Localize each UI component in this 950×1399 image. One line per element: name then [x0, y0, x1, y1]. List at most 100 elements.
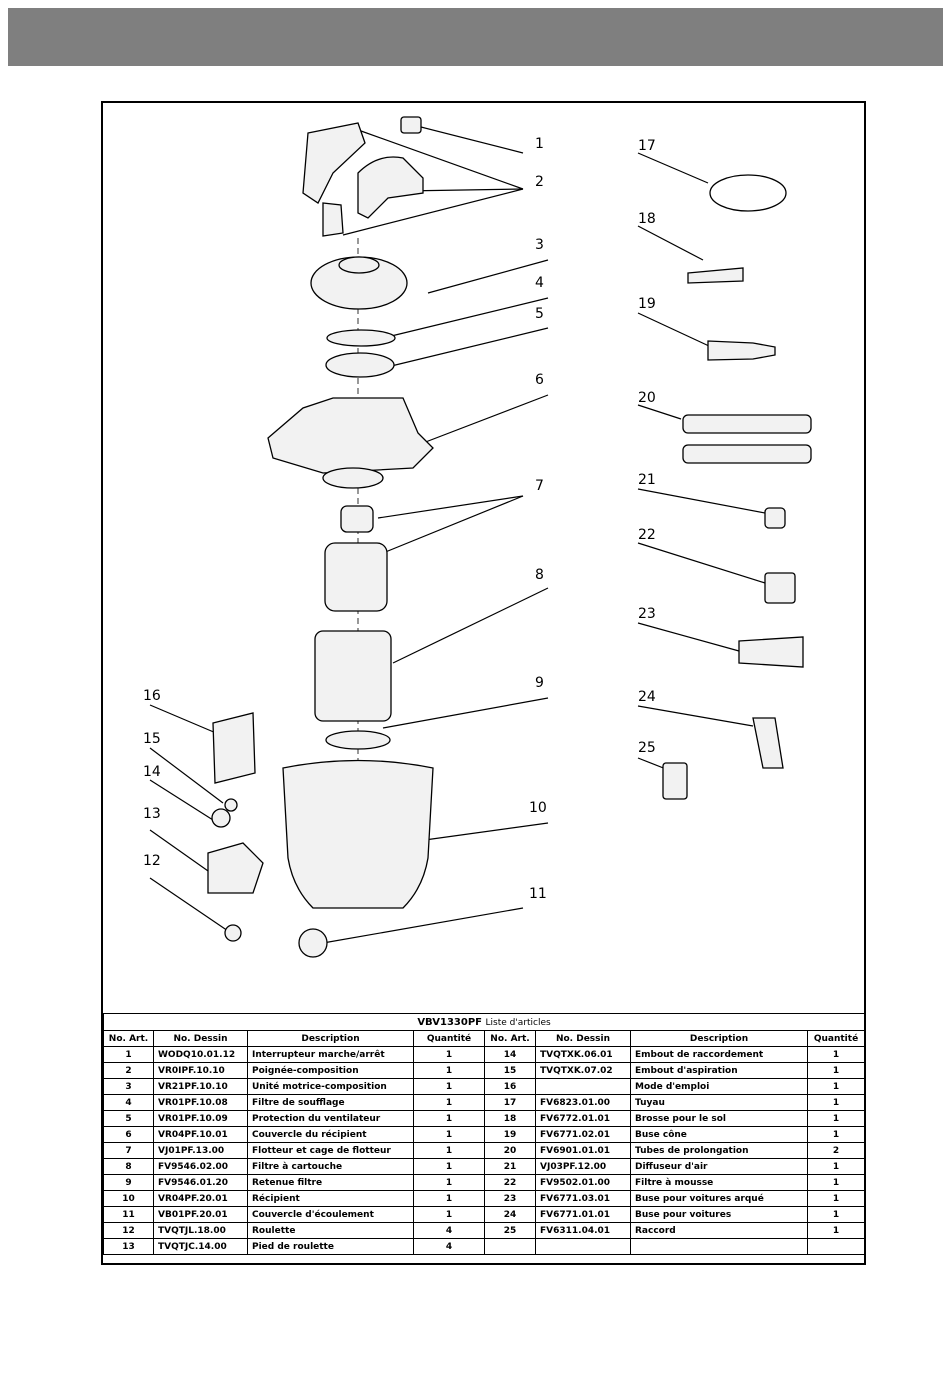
- cell-quantite: 1: [806, 1126, 866, 1143]
- cell-no-art: 19: [484, 1126, 536, 1143]
- cell-description: Flotteur et cage de flotteur: [247, 1142, 414, 1159]
- part-extension-tube-1: [682, 414, 812, 434]
- callout-1: 1: [535, 136, 544, 152]
- cell-quantite: 1: [806, 1078, 866, 1095]
- cell-no-dessin: VR04PF.10.01: [153, 1126, 248, 1143]
- cell-quantite: 1: [413, 1094, 485, 1111]
- leader-line-11: [322, 907, 524, 944]
- callout-3: 3: [535, 237, 544, 253]
- part-user-manual: [212, 712, 256, 784]
- cell-description: Brosse pour le sol: [630, 1110, 808, 1127]
- cell-no-art: 22: [484, 1174, 536, 1191]
- callout-11: 11: [529, 886, 547, 902]
- header-quantite: Quantité: [413, 1030, 485, 1047]
- leader-line-16: [149, 704, 217, 734]
- cell-quantite: 1: [806, 1222, 866, 1239]
- cell-no-art: 7: [103, 1142, 154, 1159]
- callout-19: 19: [638, 296, 656, 312]
- cell-no-dessin: FV6771.02.01: [535, 1126, 631, 1143]
- cell-no-art: 23: [484, 1190, 536, 1207]
- cell-no-dessin: VJ03PF.12.00: [535, 1158, 631, 1175]
- cell-no-dessin: TVQTXK.07.02: [535, 1062, 631, 1079]
- part-float-cage: [324, 542, 388, 612]
- callout-16: 16: [143, 688, 161, 704]
- cell-quantite: 1: [806, 1046, 866, 1063]
- table-header-row: No. Art. No. Dessin Description Quantité…: [103, 1030, 866, 1047]
- cell-no-art: 24: [484, 1206, 536, 1223]
- cell-description: Unité motrice-composition: [247, 1078, 414, 1095]
- cell-description: Couvercle du récipient: [247, 1126, 414, 1143]
- cell-quantite: 1: [413, 1174, 485, 1191]
- header-no-dessin: No. Dessin: [153, 1030, 248, 1047]
- cell-no-art: 9: [103, 1174, 154, 1191]
- leader-line-19: [637, 312, 710, 347]
- cell-no-dessin: FV6823.01.00: [535, 1094, 631, 1111]
- cell-no-art: 2: [103, 1062, 154, 1079]
- cell-quantite: 1: [806, 1094, 866, 1111]
- leader-line-20: [637, 404, 682, 420]
- callout-22: 22: [638, 527, 656, 543]
- cell-description: [630, 1238, 808, 1255]
- cell-description: Tubes de prolongation: [630, 1142, 808, 1159]
- leader-line-7a: [377, 495, 524, 519]
- cell-no-art: 5: [103, 1110, 154, 1127]
- callout-12: 12: [143, 853, 161, 869]
- part-handle-right: [357, 156, 424, 219]
- part-float: [340, 505, 374, 533]
- part-caster-foot: [207, 842, 264, 894]
- cell-description: Filtre de soufflage: [247, 1094, 414, 1111]
- leader-line-12: [149, 877, 232, 934]
- leader-line-17: [637, 152, 709, 184]
- callout-23: 23: [638, 606, 656, 622]
- cell-no-art: 14: [484, 1046, 536, 1063]
- part-drum: [282, 759, 434, 909]
- table-title: VBV1330PF Liste d'articles: [102, 1013, 866, 1031]
- part-cone-nozzle: [707, 340, 776, 361]
- cell-no-art: 17: [484, 1094, 536, 1111]
- cell-description: Poignée-composition: [247, 1062, 414, 1079]
- part-caster: [224, 924, 242, 942]
- leader-line-14: [149, 779, 214, 821]
- cell-quantite: 1: [413, 1158, 485, 1175]
- parts-list-table: VBV1330PF Liste d'articles No. Art. No. …: [102, 1013, 866, 1255]
- part-floor-brush: [687, 267, 744, 284]
- leader-line-18: [637, 225, 704, 261]
- part-drain-cap: [298, 928, 328, 958]
- model-number: VBV1330PF: [417, 1016, 482, 1028]
- header-bar: [8, 8, 943, 66]
- callout-6: 6: [535, 372, 544, 388]
- callout-15: 15: [143, 731, 161, 747]
- cell-no-dessin: FV9546.01.20: [153, 1174, 248, 1191]
- cell-no-dessin: [535, 1238, 631, 1255]
- callout-7: 7: [535, 478, 544, 494]
- cell-no-art: 15: [484, 1062, 536, 1079]
- cell-quantite: 1: [413, 1110, 485, 1127]
- cell-quantite: 1: [413, 1142, 485, 1159]
- callout-24: 24: [638, 689, 656, 705]
- cell-no-art: 12: [103, 1222, 154, 1239]
- header-no-art: No. Art.: [103, 1030, 154, 1047]
- cell-no-dessin: TVQTJC.14.00: [153, 1238, 248, 1255]
- cell-description: Diffuseur d'air: [630, 1158, 808, 1175]
- leader-line-1: [420, 126, 524, 154]
- cell-no-art: 4: [103, 1094, 154, 1111]
- cell-no-dessin: VR01PF.10.09: [153, 1110, 248, 1127]
- exploded-view-diagram: 1 2 3 4 5 6 7 8 9 10 11 12 13 14 15 16 1…: [103, 103, 864, 1013]
- cell-no-art: [484, 1238, 536, 1255]
- cell-no-art: 18: [484, 1110, 536, 1127]
- part-hose: [709, 174, 787, 212]
- cell-no-dessin: VB01PF.20.01: [153, 1206, 248, 1223]
- part-motor-top: [338, 256, 380, 274]
- cell-description: Couvercle d'écoulement: [247, 1206, 414, 1223]
- cell-no-art: 3: [103, 1078, 154, 1095]
- cell-description: Pied de roulette: [247, 1238, 414, 1255]
- callout-20: 20: [638, 390, 656, 406]
- cell-quantite: 1: [806, 1158, 866, 1175]
- header-description: Description: [247, 1030, 414, 1047]
- part-switch: [400, 116, 422, 134]
- parts-diagram-frame: 1 2 3 4 5 6 7 8 9 10 11 12 13 14 15 16 1…: [101, 101, 866, 1265]
